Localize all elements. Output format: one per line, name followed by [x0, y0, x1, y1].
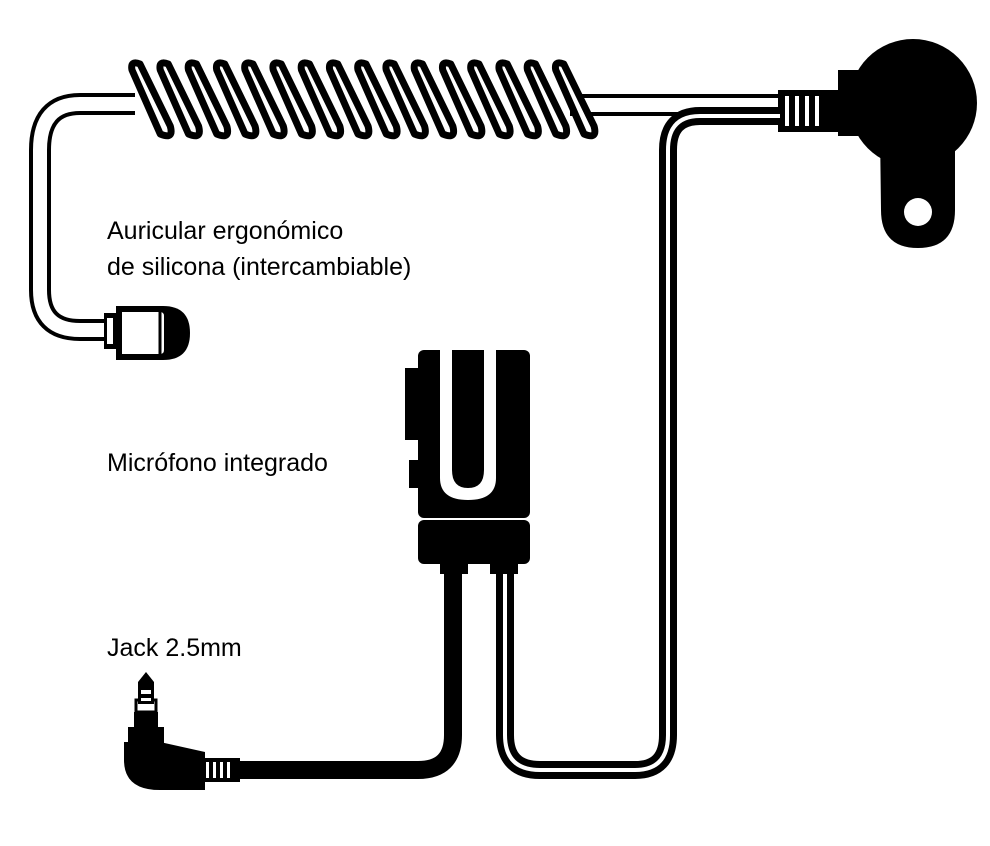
microphone-icon — [405, 350, 530, 574]
speaker-icon — [838, 39, 977, 248]
coil-loop — [128, 59, 175, 140]
coil-loop — [325, 59, 373, 140]
earphone-label-line-2: de silicona (intercambiable) — [107, 253, 412, 281]
coil-loop — [382, 59, 429, 140]
jack-plug-icon — [124, 672, 240, 790]
coil-loop — [410, 59, 458, 140]
coil-loop — [184, 59, 232, 140]
coil-loop — [297, 59, 345, 140]
earphone-label-line-1: Auricular ergonómico — [107, 217, 344, 245]
jack-label: Jack 2.5mm — [107, 634, 242, 662]
coil-loop — [551, 59, 599, 140]
jack-cable — [232, 560, 462, 779]
coil-loop — [156, 59, 203, 140]
coil-loop — [438, 59, 486, 140]
coiled-cable-icon — [128, 59, 599, 140]
microphone-label: Micrófono integrado — [107, 449, 328, 477]
earbud-icon — [104, 306, 190, 360]
main-cable — [496, 107, 780, 779]
coil-loop — [523, 59, 571, 140]
coil-loop — [212, 59, 260, 140]
coil-loop — [241, 59, 288, 140]
coil-loop — [269, 59, 316, 140]
coil-loop — [495, 59, 542, 140]
coil-loop — [354, 59, 401, 140]
speaker-connector — [778, 90, 838, 132]
earbud-tube — [29, 93, 135, 341]
coil-loop — [467, 59, 514, 140]
